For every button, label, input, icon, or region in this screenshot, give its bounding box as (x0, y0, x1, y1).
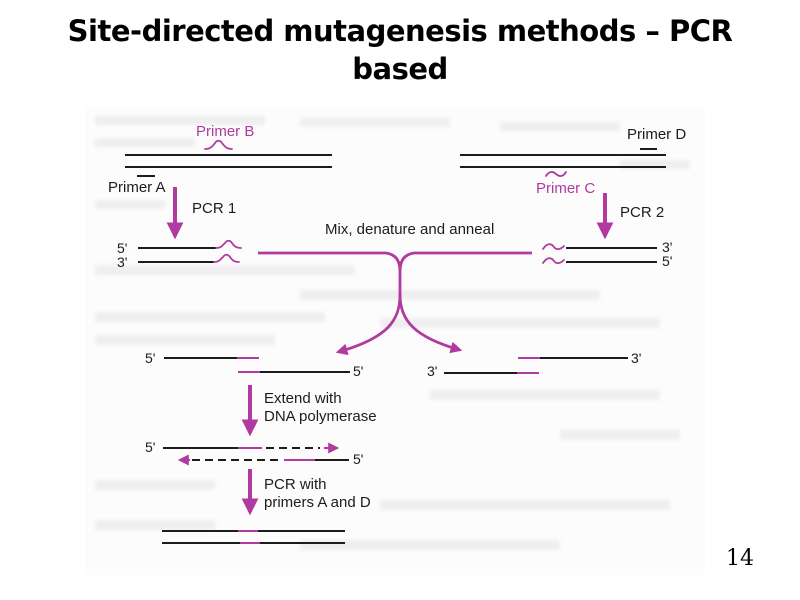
extend-label-line1: Extend with (264, 390, 342, 407)
scan-bleedthrough (95, 520, 215, 530)
scan-bleedthrough (560, 430, 680, 440)
scan-bleedthrough (300, 118, 450, 127)
scan-bleedthrough (95, 116, 265, 125)
fork-curve-right-arrow (398, 294, 463, 354)
scan-bleedthrough (430, 390, 660, 400)
primer-b-mutation-mark (204, 139, 233, 150)
scan-bleedthrough (95, 312, 325, 322)
label-three-prime: 3' (427, 363, 438, 379)
pcr1-product-bottom-squiggle (213, 253, 240, 263)
scan-bleedthrough (620, 160, 690, 169)
label-five-prime: 5' (662, 253, 673, 269)
scan-bleedthrough (380, 500, 670, 510)
figure-scan-area (85, 108, 705, 575)
scan-bleedthrough (300, 540, 560, 550)
scan-bleedthrough (95, 200, 165, 209)
pcr-1-label: PCR 1 (192, 200, 237, 217)
final-pcr-label-line1: PCR with (264, 476, 327, 493)
label-three-prime: 3' (117, 254, 128, 270)
label-five-prime: 5' (145, 439, 156, 455)
primer-b-label: Primer B (196, 123, 255, 140)
primer-a-label: Primer A (108, 179, 166, 196)
label-three-prime: 3' (631, 350, 642, 366)
primer-c-label: Primer C (536, 180, 596, 197)
fork-left-line (258, 251, 402, 297)
scan-bleedthrough (95, 480, 215, 490)
scan-bleedthrough (95, 335, 275, 345)
scan-bleedthrough (380, 318, 660, 328)
label-five-prime: 5' (353, 451, 364, 467)
label-five-prime: 5' (117, 240, 128, 256)
pcr2-product-bottom-squiggle (542, 257, 565, 265)
fork-curve-left-arrow (335, 294, 402, 356)
fork-right-line (398, 251, 532, 272)
scan-bleedthrough (500, 122, 620, 131)
final-pcr-label-line2: primers A and D (264, 494, 371, 511)
mix-denature-anneal-label: Mix, denature and anneal (325, 221, 495, 238)
primer-d-label: Primer D (627, 126, 687, 143)
scan-bleedthrough (95, 265, 355, 275)
extend-label-line2: DNA polymerase (264, 408, 377, 425)
slide-title: Site-directed mutagenesis methods – PCR … (67, 14, 733, 87)
label-five-prime: 5' (145, 350, 156, 366)
label-three-prime: 3' (662, 239, 673, 255)
scan-bleedthrough (300, 290, 600, 300)
primer-c-mutation-mark (545, 171, 567, 177)
pcr1-product-top-squiggle (215, 239, 242, 249)
page-number: 14 (726, 546, 754, 571)
scan-bleedthrough (95, 138, 195, 147)
label-five-prime: 5' (353, 363, 364, 379)
pcr2-product-top-squiggle (542, 243, 565, 251)
pcr-2-label: PCR 2 (620, 204, 665, 221)
